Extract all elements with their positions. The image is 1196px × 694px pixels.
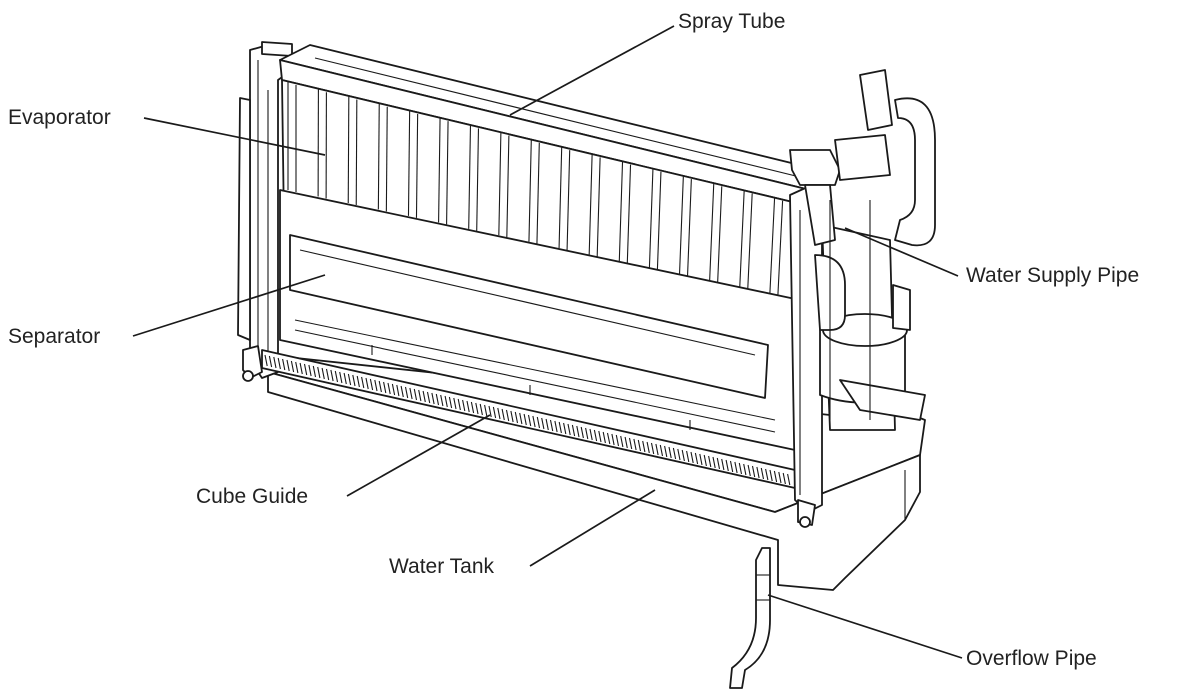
label-water-supply-pipe: Water Supply Pipe [966, 264, 1139, 287]
label-cube-guide: Cube Guide [196, 485, 308, 508]
spray-tube-leader [510, 26, 674, 115]
label-overflow-pipe: Overflow Pipe [966, 647, 1097, 670]
label-spray-tube: Spray Tube [678, 10, 785, 33]
overflow-pipe-leader [768, 595, 962, 658]
label-evaporator: Evaporator [8, 106, 111, 129]
label-water-tank: Water Tank [389, 555, 495, 578]
overflow-pipe [730, 548, 770, 688]
water-tank-leader [530, 490, 655, 566]
label-separator: Separator [8, 325, 100, 348]
